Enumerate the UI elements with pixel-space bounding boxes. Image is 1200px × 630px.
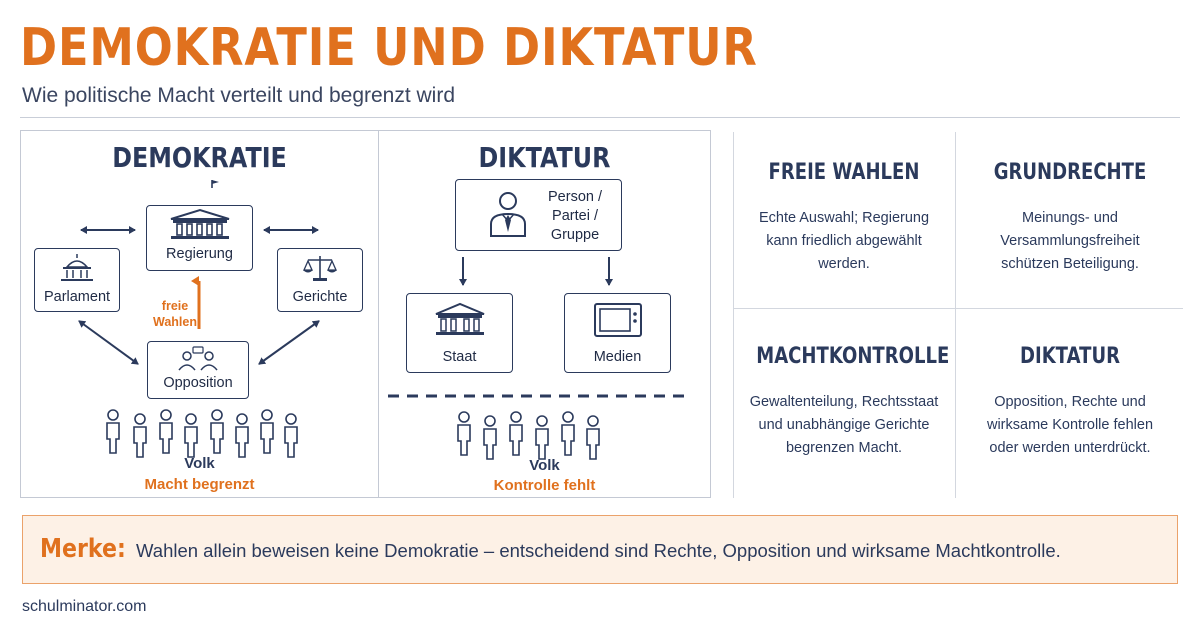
grid-divider-horizontal	[733, 308, 1183, 309]
freie-wahlen-line2: Wahlen	[153, 315, 197, 329]
opposition-label: Opposition	[163, 375, 233, 391]
card-text-line: begrenzen Macht.	[785, 440, 903, 456]
person-icon	[483, 415, 497, 460]
person-icon	[509, 411, 523, 456]
grid-divider-vertical	[955, 132, 956, 498]
card-machtkontrolle: MACHTKONTROLLE Gewaltenteilung, Rechtsst…	[737, 344, 951, 460]
diktatur-volk-note: Kontrolle fehlt	[493, 477, 596, 494]
government-building-icon	[210, 180, 219, 188]
person-suit-icon	[490, 192, 526, 237]
card-freie-wahlen: FREIE WAHLEN Echte Auswahl; Regierung ka…	[737, 160, 951, 276]
card-grundrechte: GRUNDRECHTE Meinungs- und Versammlungsfr…	[963, 160, 1177, 276]
card-text-line: Versammlungsfreiheit	[1000, 233, 1140, 249]
diktatur-panel: DIKTATUR Person / Partei / Gruppe Staat	[378, 130, 711, 498]
scales-icon	[302, 256, 338, 281]
demokratie-volk-label: Volk	[184, 455, 215, 472]
arrow-gerichte-opposition	[258, 320, 320, 365]
merke-box: Merke: Wahlen allein beweisen keine Demo…	[22, 515, 1178, 584]
card-text-line: schützen Beteiligung.	[1001, 256, 1139, 272]
bank-icon	[435, 302, 484, 335]
freie-wahlen-line1: freie	[161, 299, 189, 313]
volk-people-group	[106, 409, 298, 458]
regierung-label: Regierung	[166, 246, 233, 262]
person-icon	[235, 413, 249, 458]
people-talking-icon	[178, 346, 218, 371]
page-subtitle: Wie politische Macht verteilt und begren…	[22, 84, 456, 107]
demokratie-title: DEMOKRATIE	[112, 141, 287, 174]
opposition-box: Opposition	[147, 341, 249, 399]
card-text: Meinungs- und Versammlungsfreiheit schüt…	[963, 207, 1177, 276]
card-text: Echte Auswahl; Regierung kann friedlich …	[737, 207, 951, 276]
info-grid: FREIE WAHLEN Echte Auswahl; Regierung ka…	[733, 132, 1183, 498]
card-title: MACHTKONTROLLE	[756, 344, 950, 369]
footer-site: schulminator.com	[22, 598, 147, 615]
parlament-label: Parlament	[43, 289, 111, 305]
freie-wahlen-label: freie Wahlen	[145, 298, 205, 330]
card-text-line: Echte Auswahl; Regierung	[758, 210, 930, 226]
arrow-parlament-opposition	[78, 320, 139, 365]
volk-people-group	[457, 411, 600, 460]
regierung-box: Regierung	[146, 180, 253, 271]
medien-box: Medien	[564, 293, 671, 373]
person-icon	[284, 413, 298, 458]
card-diktatur: DIKTATUR Opposition, Rechte und wirksame…	[963, 344, 1177, 460]
diktatur-volk-label: Volk	[529, 457, 560, 474]
card-text-line: oder werden unterdrückt.	[989, 440, 1151, 456]
ruler-box: Person / Partei / Gruppe	[455, 179, 622, 251]
gerichte-box: Gerichte	[277, 248, 363, 312]
staat-label: Staat	[442, 349, 477, 365]
page-title: DEMOKRATIE UND DIKTATUR	[20, 18, 758, 78]
grid-divider-left	[733, 132, 734, 498]
card-title: DIKTATUR	[1020, 344, 1120, 369]
person-icon	[561, 411, 575, 456]
person-icon	[457, 411, 471, 456]
parlament-box: Parlament	[34, 248, 120, 312]
card-text-line: Opposition, Rechte und	[994, 394, 1146, 410]
demokratie-volk-note: Macht begrenzt	[144, 476, 255, 493]
capitol-icon	[61, 254, 93, 281]
staat-box: Staat	[406, 293, 513, 373]
person-icon	[184, 413, 198, 458]
tv-icon	[593, 303, 642, 337]
title-divider	[20, 117, 1180, 118]
card-text: Gewaltenteilung, Rechtsstaat und unabhän…	[737, 391, 951, 460]
demokratie-panel: DEMOKRATIE Regierung Parl	[20, 130, 379, 498]
card-text-line: werden.	[818, 256, 870, 272]
person-icon	[586, 415, 600, 460]
person-icon	[210, 409, 224, 454]
card-title: FREIE WAHLEN	[768, 160, 920, 185]
person-icon	[260, 409, 274, 454]
person-icon	[133, 413, 147, 458]
person-icon	[106, 409, 120, 454]
card-title: GRUNDRECHTE	[993, 160, 1147, 185]
card-text-line: Meinungs- und	[1022, 210, 1118, 226]
card-text-line: wirksame Kontrolle fehlen	[986, 417, 1154, 433]
medien-label: Medien	[593, 349, 642, 365]
person-icon	[159, 409, 173, 454]
merke-text: Wahlen allein beweisen keine Demokratie …	[136, 540, 1061, 561]
card-text: Opposition, Rechte und wirksame Kontroll…	[963, 391, 1177, 460]
ruler-label: Person / Partei / Gruppe	[534, 188, 616, 245]
ruler-line1: Person /	[548, 189, 602, 205]
merke-label: Merke:	[40, 534, 126, 564]
person-icon	[535, 415, 549, 460]
gerichte-label: Gerichte	[292, 289, 348, 305]
ruler-line2: Partei /	[552, 208, 598, 224]
regierung-building-icon	[170, 208, 229, 239]
ruler-line3: Gruppe	[550, 227, 600, 243]
card-text-line: Gewaltenteilung, Rechtsstaat	[749, 394, 939, 410]
card-text-line: kann friedlich abgewählt	[766, 233, 922, 249]
card-text-line: und unabhängige Gerichte	[758, 417, 930, 433]
diktatur-title: DIKTATUR	[478, 141, 611, 174]
